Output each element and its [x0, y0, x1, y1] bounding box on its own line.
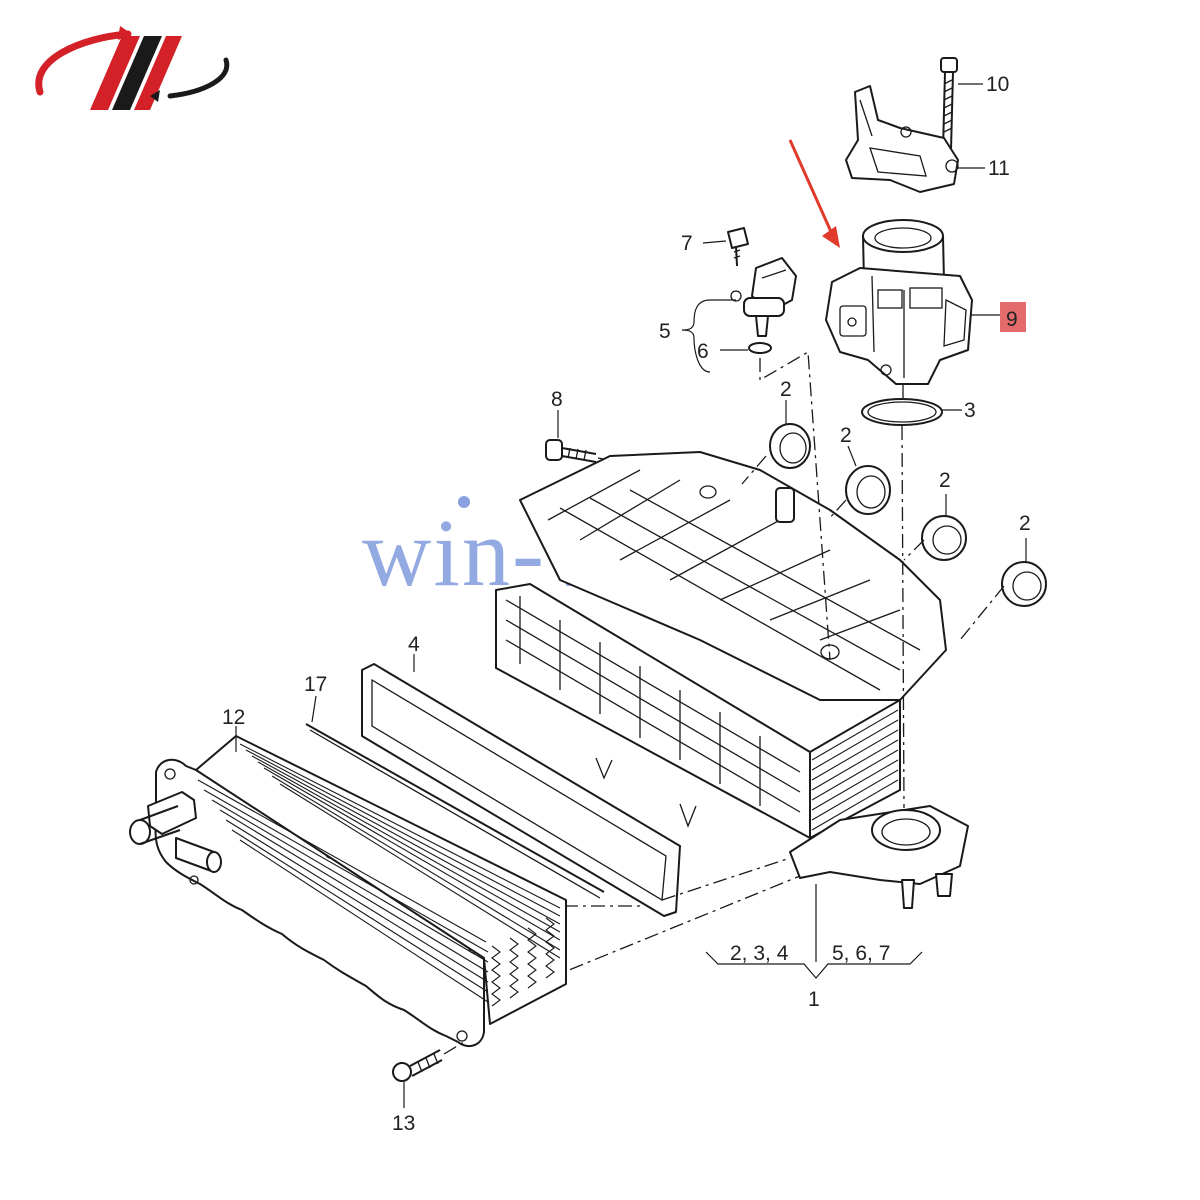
label-17: 17 [304, 673, 327, 696]
label-3: 3 [964, 399, 976, 422]
part-10-bolt [940, 57, 983, 151]
label-group-2-3-4: 2, 3, 4 [730, 942, 789, 965]
group-bracket-1 [705, 884, 923, 979]
part-3-o-ring [861, 398, 962, 426]
label-8: 8 [551, 388, 563, 411]
part-2-seal-b [845, 445, 891, 515]
label-2-d: 2 [1019, 512, 1031, 535]
label-5: 5 [659, 320, 671, 343]
brand-logo [35, 26, 230, 110]
part-4-gasket [361, 654, 681, 917]
label-9-highlight [1000, 302, 1026, 332]
part-5-pressure-sensor [730, 257, 797, 337]
label-10: 10 [986, 73, 1009, 96]
label-7: 7 [681, 232, 693, 255]
label-2-b: 2 [840, 424, 852, 447]
part-6-seal [720, 342, 772, 354]
assembly-lines [519, 350, 1005, 991]
part-2-seal-a [769, 400, 811, 469]
part-7-screw [702, 227, 749, 267]
label-2-a: 2 [780, 378, 792, 401]
pointer-arrow [788, 139, 840, 248]
label-group-5-6-7: 5, 6, 7 [832, 942, 890, 965]
label-11: 11 [988, 157, 1010, 180]
part-2-seal-c [921, 494, 967, 561]
part-5-bracket-lead [681, 299, 736, 373]
watermark-dot [458, 496, 470, 508]
part-13-bolt [392, 1041, 465, 1108]
part-17-seal-strip [305, 695, 605, 899]
label-6: 6 [697, 340, 709, 363]
part-1-intake-manifold [495, 451, 969, 909]
label-12: 12 [222, 706, 245, 729]
part-12-intercooler [129, 726, 567, 1048]
label-13: 13 [392, 1112, 415, 1135]
part-9-throttle-body [825, 219, 1002, 385]
label-2-c: 2 [939, 469, 951, 492]
label-4: 4 [408, 633, 420, 656]
part-11-bracket [845, 85, 985, 193]
part-labels: 10 11 7 5 6 9 3 8 2 2 2 2 4 17 12 13 2, … [222, 73, 1031, 1135]
label-1: 1 [808, 988, 820, 1011]
label-9: 9 [1006, 308, 1018, 331]
part-2-seal-d [1001, 538, 1047, 607]
